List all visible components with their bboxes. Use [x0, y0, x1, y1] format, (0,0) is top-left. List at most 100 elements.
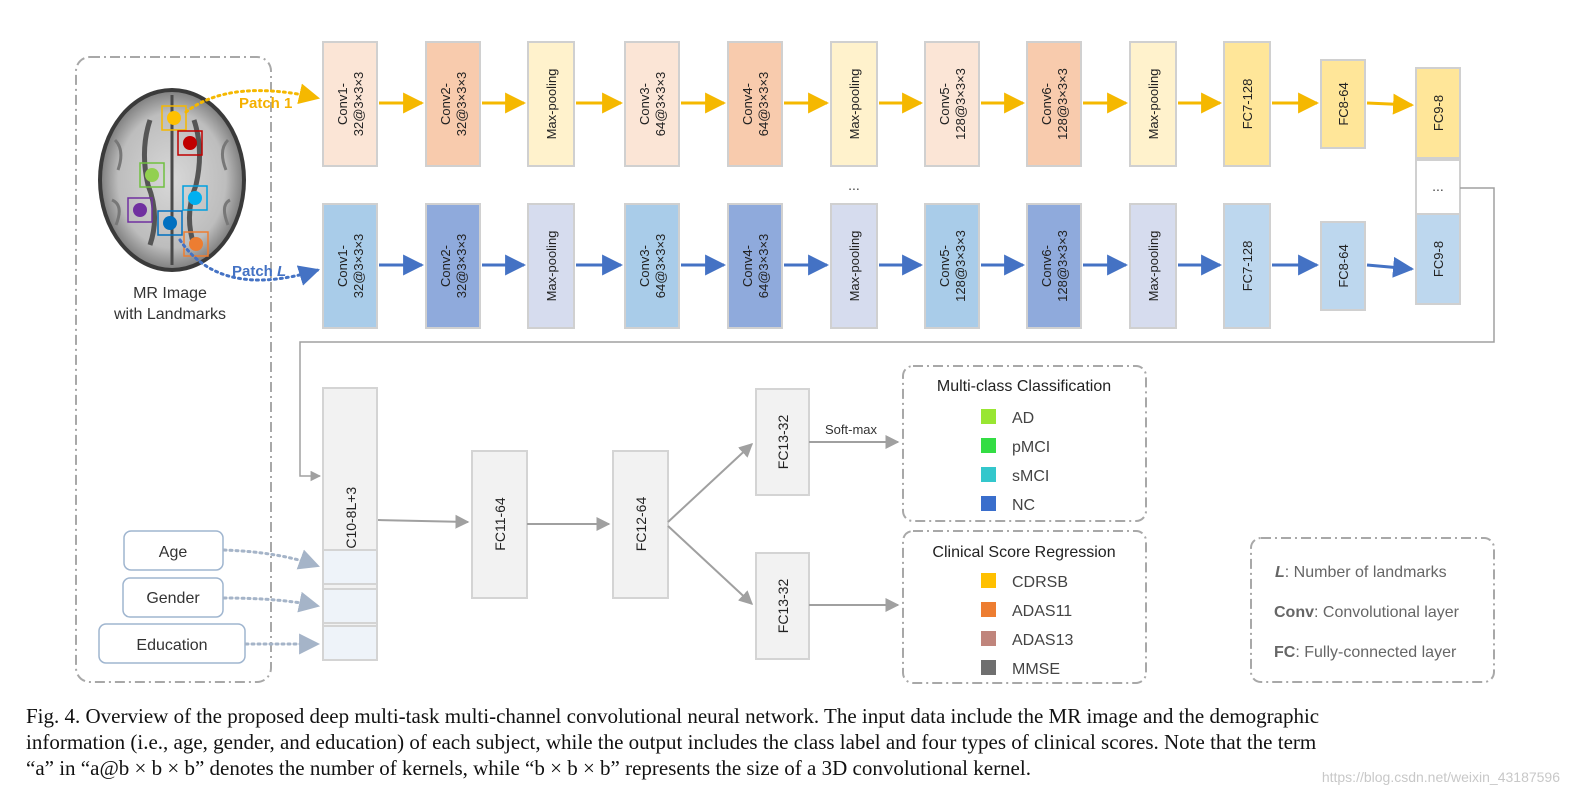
regression-swatch-3 [981, 631, 996, 646]
chL-block-10 [1223, 203, 1271, 329]
regression-label-3: ADAS13 [1012, 632, 1073, 649]
chL-block-label-9: Max-pooling [1146, 231, 1161, 302]
fc12-to-fc13b-arrow [667, 525, 754, 605]
patchL-label: Patch L [232, 263, 286, 280]
ch1-block-7 [924, 41, 980, 167]
landmark-patch-1 [161, 105, 187, 131]
chL-block-7 [924, 203, 980, 329]
demo-input-education [322, 625, 378, 661]
fc9-to-fc10-connector [299, 187, 1495, 482]
chL-block-label-8: Conv6-128@3×3×3 [1039, 230, 1070, 302]
landmark-patch-6 [157, 210, 183, 236]
chL-arrow-11 [1366, 256, 1415, 278]
watermark: https://blog.csdn.net/weixin_43187596 [1321, 769, 1560, 785]
chL-block-label-12: FC9-8 [1431, 241, 1446, 277]
ch1-block-3 [527, 41, 575, 167]
ch1-block-label-4: Conv3-64@3×3×3 [637, 72, 668, 137]
regression-label-4: MMSE [1012, 661, 1060, 678]
chL-block-label-7: Conv5-128@3×3×3 [937, 230, 968, 302]
age-arrow [222, 548, 320, 570]
landmark-patch-2 [177, 130, 203, 156]
note-fc: FC: Fully-connected layer [1274, 644, 1457, 661]
ch1-block-1 [322, 41, 378, 167]
patch1-label: Patch 1 [239, 95, 292, 112]
ch1-block-label-11: FC8-64 [1336, 82, 1351, 125]
chL-block-label-4: Conv3-64@3×3×3 [637, 234, 668, 299]
fc9-ellipsis-box [1415, 159, 1461, 215]
ch1-block-2 [425, 41, 481, 167]
ch1-block-4 [624, 41, 680, 167]
ch1-block-label-7: Conv5-128@3×3×3 [937, 68, 968, 140]
channel-L-pipeline: Conv1-32@3×3×3 Conv2-32@3×3×3 Max-pooling C… [322, 203, 1461, 329]
chL-block-label-1: Conv1-32@3×3×3 [335, 234, 366, 299]
chL-block-label-11: FC8-64 [1336, 244, 1351, 287]
input-panel [75, 56, 272, 683]
classification-label-1: AD [1012, 410, 1034, 427]
demo-input-age [322, 549, 378, 585]
chL-block-label-6: Max-pooling [847, 231, 862, 302]
softmax-label: Soft-max [825, 422, 878, 437]
gender-arrow [222, 591, 321, 613]
fc13a-label: FC13-32 [775, 415, 791, 470]
landmark-patch-5 [127, 197, 153, 223]
fc9-ellipsis: ... [1432, 178, 1444, 194]
regression-label-1: CDRSB [1012, 574, 1068, 591]
channel-ellipsis: ... [848, 177, 860, 193]
chL-block-5 [727, 203, 783, 329]
fc13b-label: FC13-32 [775, 579, 791, 634]
ch1-block-label-12: FC9-8 [1431, 95, 1446, 131]
note-conv: Conv: Convolutional layer [1274, 604, 1460, 621]
caption-line-3: “a” in “a@b × b × b” denotes the number … [26, 756, 1031, 780]
network-diagram: Patch 1 Patch L MR Image with Landmarks … [75, 41, 1495, 684]
classification-swatch-4 [981, 496, 996, 511]
regression-panel [902, 530, 1147, 684]
ch1-block-9 [1129, 41, 1177, 167]
regression-title: Clinical Score Regression [932, 544, 1115, 561]
regression-swatch-4 [981, 660, 996, 675]
fc11-label: FC11-64 [492, 497, 508, 551]
fc12-to-fc13a-arrow [667, 443, 754, 523]
notes-panel [1250, 537, 1495, 683]
patch1-arrow [184, 83, 321, 114]
caption-line-2: information (i.e., age, gender, and educ… [26, 730, 1317, 754]
ch1-block-label-9: Max-pooling [1146, 69, 1161, 140]
caption-line-1: Fig. 4. Overview of the proposed deep mu… [26, 704, 1320, 728]
chL-block-11 [1320, 221, 1366, 311]
patchL-arrow [178, 238, 321, 286]
gender-label: Gender [146, 590, 200, 607]
chL-block-9 [1129, 203, 1177, 329]
ch1-block-label-3: Max-pooling [544, 69, 559, 140]
fc13b-block [755, 552, 810, 660]
fc13a-block [755, 388, 810, 496]
classification-label-2: pMCI [1012, 439, 1050, 456]
classification-swatch-3 [981, 467, 996, 482]
ch1-block-label-10: FC7-128 [1240, 79, 1255, 130]
classification-panel [902, 365, 1147, 522]
classification-label-3: sMCI [1012, 468, 1049, 485]
mr-image-label-line1: MR Image [133, 285, 207, 302]
ch1-block-10 [1223, 41, 1271, 167]
landmark-patches [127, 105, 209, 257]
note-landmarks: L: Number of landmarks [1275, 564, 1447, 581]
ch1-block-label-2: Conv2-32@3×3×3 [438, 72, 469, 137]
figure-caption: Fig. 4. Overview of the proposed deep mu… [26, 703, 1546, 781]
chL-block-3 [527, 203, 575, 329]
chL-block-label-2: Conv2-32@3×3×3 [438, 234, 469, 299]
regression-swatch-1 [981, 573, 996, 588]
education-label: Education [136, 637, 207, 654]
fc10-label: FC10-8L+3 [343, 487, 359, 558]
ch1-block-6 [830, 41, 878, 167]
chL-block-label-5: Conv4-64@3×3×3 [740, 234, 771, 299]
landmark-patch-3 [139, 162, 165, 188]
chL-block-4 [624, 203, 680, 329]
age-label: Age [159, 544, 188, 561]
ch1-block-11 [1320, 59, 1366, 149]
fc12-block [612, 450, 669, 599]
ch1-block-8 [1026, 41, 1082, 167]
fc10-to-fc11-arrow [377, 514, 470, 529]
ch1-block-5 [727, 41, 783, 167]
fc11-block [471, 450, 528, 599]
